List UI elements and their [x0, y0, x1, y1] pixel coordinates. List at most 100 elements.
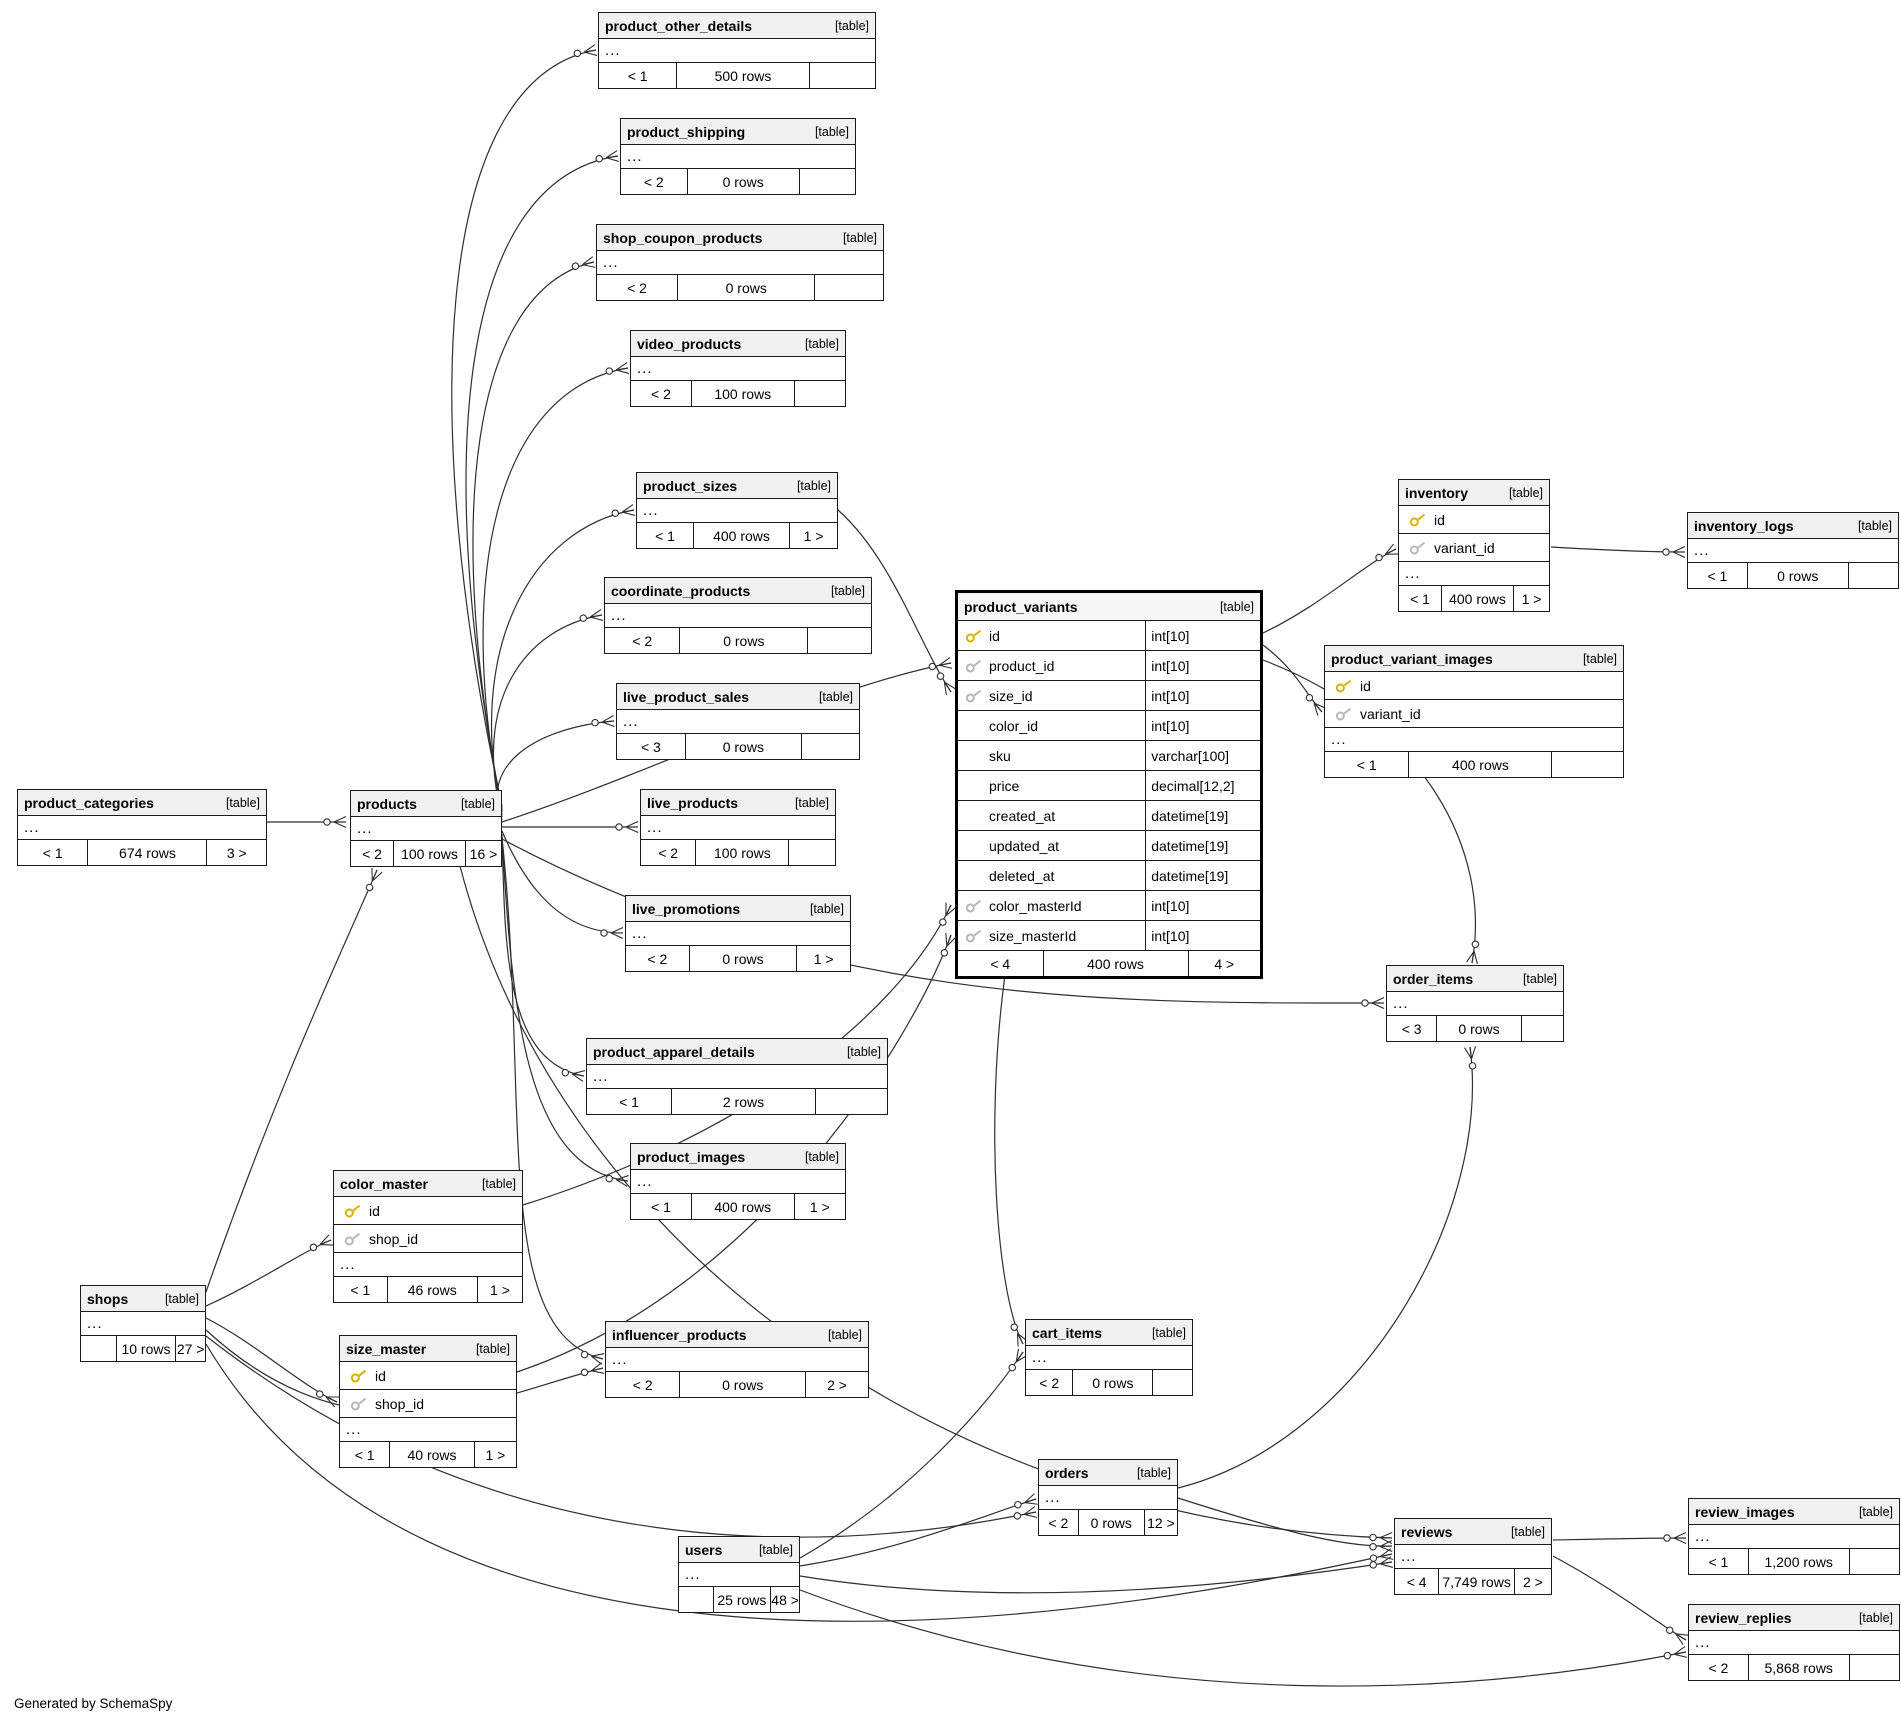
table-name[interactable]: product_images	[637, 1148, 746, 1165]
fk-count[interactable]: < 3	[640, 738, 661, 755]
collapsed-columns-ellipsis: ...	[340, 1418, 516, 1442]
fk-count[interactable]: < 1	[627, 67, 648, 84]
child-count[interactable]: 48 >	[770, 1587, 799, 1612]
fk-count[interactable]: < 1	[1356, 756, 1377, 773]
table-name[interactable]: users	[685, 1541, 723, 1558]
child-count[interactable]: 3 >	[206, 840, 266, 865]
fk-count[interactable]: < 2	[627, 279, 647, 296]
child-count[interactable]: 12 >	[1143, 1510, 1177, 1535]
table-name[interactable]: review_images	[1695, 1503, 1795, 1520]
child-count[interactable]: 1 >	[1513, 586, 1549, 611]
fk-count[interactable]: < 1	[42, 844, 63, 861]
fk-count[interactable]: < 1	[651, 1198, 671, 1215]
fk-count[interactable]: < 1	[1707, 567, 1728, 584]
child-count[interactable]: 1 >	[473, 1442, 516, 1467]
fk-count[interactable]: < 3	[1401, 1020, 1422, 1037]
table-name[interactable]: influencer_products	[612, 1326, 747, 1343]
fk-count[interactable]: < 1	[350, 1281, 371, 1298]
table-name[interactable]: color_master	[340, 1175, 428, 1192]
fk-count[interactable]: < 1	[619, 1093, 639, 1110]
table-name[interactable]: inventory	[1405, 484, 1469, 501]
fk-count[interactable]: < 1	[655, 527, 675, 544]
fk-count[interactable]: < 2	[362, 845, 382, 862]
table-name[interactable]: live_promotions	[632, 900, 741, 917]
fk-count[interactable]: < 2	[632, 1376, 653, 1393]
table-name[interactable]: shop_coupon_products	[603, 229, 763, 246]
fk-count[interactable]: < 1	[354, 1446, 375, 1463]
table-name[interactable]: product_variant_images	[1331, 650, 1493, 667]
child-count[interactable]: 1 >	[789, 523, 837, 548]
table-name[interactable]: product_apparel_details	[593, 1043, 755, 1060]
table-name[interactable]: coordinate_products	[611, 582, 751, 599]
table-name[interactable]: review_replies	[1695, 1609, 1792, 1626]
table-name[interactable]: order_items	[1393, 970, 1474, 987]
generator-note: Generated by SchemaSpy	[14, 1696, 173, 1711]
child-count[interactable]: 2 >	[805, 1372, 868, 1397]
fk-count[interactable]: < 2	[632, 632, 653, 649]
table-name[interactable]: product_other_details	[605, 17, 753, 34]
table-name[interactable]: inventory_logs	[1694, 517, 1794, 534]
fk-count[interactable]: < 2	[1708, 1659, 1729, 1676]
fk-count[interactable]: < 1	[1410, 590, 1430, 607]
child-count[interactable]: 27 >	[175, 1336, 205, 1361]
table-name[interactable]: orders	[1045, 1464, 1089, 1481]
child-count[interactable]: 1 >	[793, 1194, 845, 1219]
table-name[interactable]: shops	[87, 1290, 129, 1307]
table-name[interactable]: product_shipping	[627, 123, 746, 140]
child-count[interactable]: 16 >	[465, 841, 501, 866]
table-name[interactable]: product_categories	[24, 794, 154, 811]
fk-count[interactable]: < 2	[643, 173, 664, 190]
table-badge: [table]	[758, 1542, 793, 1557]
fk-count[interactable]: < 2	[647, 950, 668, 967]
fk-count[interactable]: < 4	[990, 955, 1011, 972]
table-name[interactable]: live_product_sales	[623, 688, 750, 705]
table-name[interactable]: video_products	[637, 335, 742, 352]
fk-count[interactable]: < 2	[1048, 1514, 1069, 1531]
child-count[interactable]: 2 >	[1513, 1569, 1551, 1594]
fk-count[interactable]: < 4	[1406, 1573, 1427, 1590]
fk-count[interactable]: < 2	[651, 385, 671, 402]
table-name[interactable]: live_products	[647, 794, 739, 811]
table-name[interactable]: cart_items	[1032, 1324, 1103, 1341]
table-name[interactable]: reviews	[1401, 1523, 1453, 1540]
fk-count[interactable]: < 2	[658, 844, 679, 861]
table-name[interactable]: product_sizes	[643, 477, 738, 494]
child-count[interactable]: 1 >	[476, 1277, 522, 1302]
child-count[interactable]: 1 >	[796, 946, 850, 971]
fk-count[interactable]: < 2	[1039, 1374, 1060, 1391]
table-name[interactable]: products	[357, 795, 417, 812]
table-name[interactable]: product_variants	[964, 598, 1078, 615]
fk-count[interactable]: < 1	[1708, 1553, 1729, 1570]
table-name[interactable]: size_master	[346, 1340, 427, 1357]
child-count[interactable]: 4 >	[1187, 951, 1260, 976]
